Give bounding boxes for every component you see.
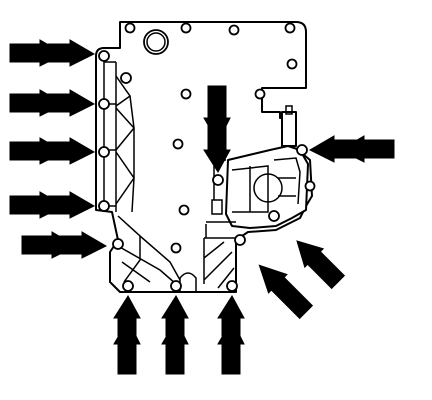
bolt (170, 242, 182, 254)
arrow-right-3b (47, 137, 96, 165)
bolt (172, 138, 184, 150)
arrow-up-2b (161, 295, 189, 337)
bolt (228, 24, 240, 36)
target-bolt-left-5 (112, 238, 124, 250)
bolt (286, 58, 298, 70)
arrow-diag-1 (296, 240, 346, 290)
target-bolt-left-4 (98, 200, 110, 212)
target-bolt-center (212, 174, 224, 186)
bolt (124, 22, 136, 34)
locator-pin (120, 72, 132, 84)
target-bolt-left-1 (98, 50, 110, 62)
arrow-right-1b (47, 39, 96, 67)
top-port-inner (146, 32, 166, 52)
target-bolt-left-3 (98, 146, 110, 158)
bolt (254, 88, 266, 100)
arrow-diag-2 (258, 264, 314, 320)
target-bolt-lower-right-2 (234, 234, 246, 246)
arrow-up-3b (217, 295, 245, 337)
arrow-left-1b (308, 135, 357, 163)
bolt (180, 88, 192, 100)
connector-tip (285, 105, 293, 115)
target-bolt-bottom-1 (122, 280, 134, 292)
left-rib-diagonals (115, 75, 135, 213)
target-bolt-bottom-3 (226, 280, 238, 292)
arrow-right-5b (59, 231, 108, 259)
arrow-down-center-b (203, 121, 231, 173)
arrow-right-4b (47, 191, 96, 219)
target-bolt-bottom-2 (170, 280, 182, 292)
solenoid-coil (253, 173, 283, 203)
center-bracket (205, 221, 236, 238)
solenoid-details (231, 157, 301, 213)
connector-body (281, 111, 297, 147)
lower-left-ribs (117, 215, 181, 285)
bolt (284, 22, 296, 34)
target-bolt-lower-right-1 (268, 210, 280, 222)
arrow-up-1b (113, 295, 141, 337)
left-rib-frame (103, 52, 117, 212)
target-bolt-right (296, 144, 308, 156)
bolt (304, 180, 316, 192)
target-bolt-left-2 (98, 98, 110, 110)
lower-right-ribs (203, 237, 236, 289)
bolt (180, 22, 192, 34)
bottom-notch (179, 272, 197, 292)
bolt (178, 204, 190, 216)
arrow-right-2b (47, 89, 96, 117)
